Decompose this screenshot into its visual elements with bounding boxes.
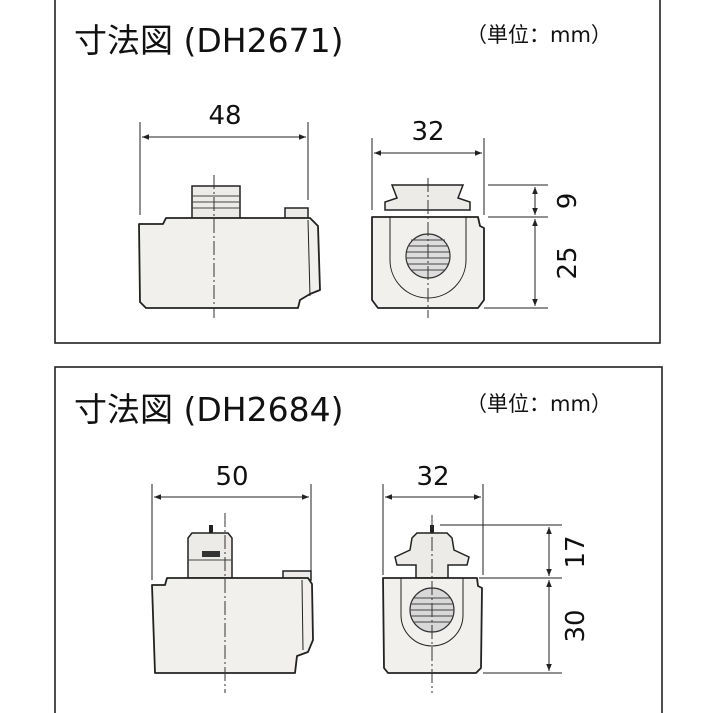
panel-dh2671: 寸法図 (DH2671) （単位：mm） 48 32 [54,0,661,344]
top-height-label: 17 [561,535,591,568]
top-height-label: 9 [553,193,583,210]
side-view: 48 [138,101,321,318]
side-view: 50 [151,462,314,693]
knob [191,185,241,220]
unit-label: （単位：mm） [466,392,612,416]
front-view: 32 17 30 [382,462,591,693]
width-label: 50 [215,462,248,492]
unit-label: （単位：mm） [466,23,612,47]
width-label: 48 [208,101,241,131]
width-label: 32 [416,462,449,492]
panel-title: 寸法図 (DH2684) [74,390,343,429]
body-height-label: 30 [561,609,591,642]
width-label: 32 [411,117,444,147]
panel-dh2684: 寸法図 (DH2684) （単位：mm） 50 32 [54,366,663,713]
body-height-label: 25 [553,246,583,279]
pin [209,525,213,534]
panel-title: 寸法図 (DH2671) [74,21,343,60]
adapter-body [151,577,314,674]
front-view: 32 9 25 [371,117,583,318]
cap [384,184,471,211]
adapter-body [138,217,321,309]
